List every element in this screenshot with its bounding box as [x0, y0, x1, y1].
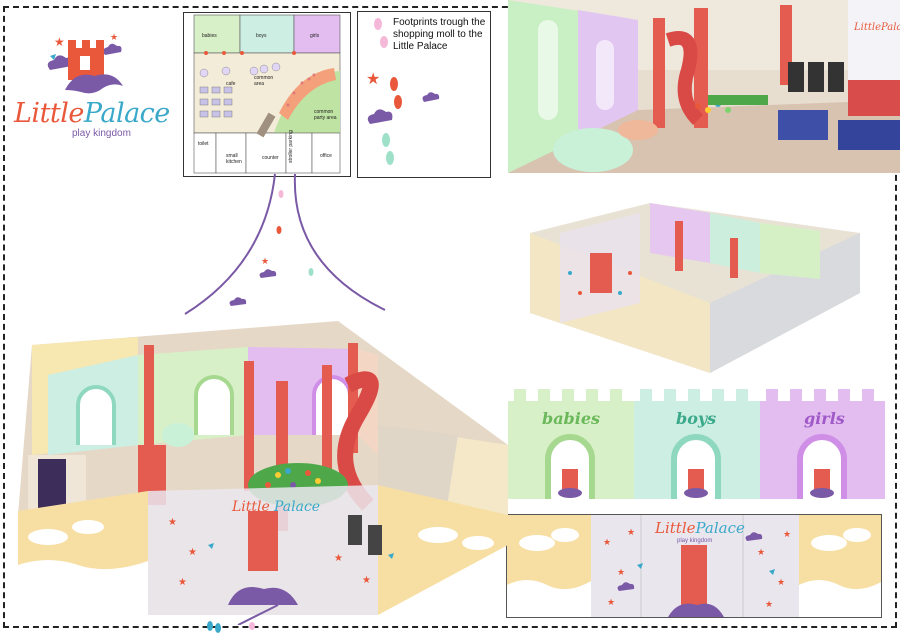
svg-text:★: ★ — [617, 567, 625, 577]
footprints-note: Footprints trough the shopping moll to t… — [357, 11, 491, 178]
svg-text:★: ★ — [627, 527, 635, 537]
wall-elevation-strip: babies boys girls — [508, 389, 885, 499]
plan-label-girls: girls — [310, 33, 320, 39]
svg-text:★: ★ — [777, 577, 785, 587]
plan-label-common-area: common area — [254, 75, 274, 87]
svg-text:★: ★ — [362, 575, 371, 586]
svg-text:★: ★ — [603, 537, 611, 547]
svg-text:Palace: Palace — [273, 499, 320, 515]
floor-plan-drawing — [193, 14, 341, 174]
logo-title: LittlePalace — [14, 98, 170, 129]
interior-render-photo: LittlePalace — [508, 0, 900, 173]
svg-text:★: ★ — [54, 35, 65, 49]
logo-subtitle: play kingdom — [72, 128, 131, 139]
front-facade-strip: ★ ★ ★ ★ ★ ★ ★ ★ LittlePalace play kingdom — [506, 514, 882, 618]
model-3d-main: ★★★ ★★★ Little Palace — [18, 315, 508, 625]
plan-label-stroller-parking: stroller parking — [288, 130, 294, 163]
svg-text:★: ★ — [110, 32, 118, 42]
svg-text:★: ★ — [783, 529, 791, 539]
svg-text:★: ★ — [765, 599, 773, 609]
facade-logo-subtitle: play kingdom — [677, 538, 713, 544]
plan-label-cafe: cafe — [226, 81, 236, 87]
wall-label-girls: girls — [804, 409, 845, 428]
wall-label-babies: babies — [542, 409, 601, 428]
footprints-icon: ★ — [366, 18, 440, 165]
svg-text:★: ★ — [188, 547, 197, 558]
footprints-note-text: Footprints trough the shopping moll to t… — [393, 17, 486, 52]
svg-text:★: ★ — [334, 553, 343, 564]
wall-label-boys: boys — [676, 409, 717, 428]
logo: ★ ★ — [10, 20, 180, 150]
wall-elevation-image — [508, 389, 885, 499]
render-sign-title: LittlePalace — [853, 22, 900, 33]
floor-plan: babies boys girls cafe common area commo… — [183, 12, 351, 177]
page-frame — [3, 6, 897, 628]
svg-text:★: ★ — [168, 517, 177, 528]
bottom-footprints-icon — [207, 621, 255, 633]
interior-render-image: LittlePalace — [508, 0, 900, 173]
plan-label-office: office — [320, 153, 332, 159]
model-3d-small — [530, 193, 870, 378]
plan-label-small-kitchen: small kitchen — [226, 153, 242, 165]
facade-logo-title: LittlePalace — [655, 519, 745, 537]
svg-text:★: ★ — [261, 256, 269, 266]
model-3d-main-image: ★★★ ★★★ Little Palace — [18, 321, 508, 625]
footprint-path-lines: ★ — [184, 173, 386, 315]
model-3d-small-image — [530, 203, 860, 373]
svg-text:★: ★ — [757, 547, 765, 557]
plan-label-toilet: toilet — [198, 141, 209, 147]
plan-label-party-area: common party area — [314, 109, 337, 121]
front-facade-image: ★ ★ ★ ★ ★ ★ ★ ★ — [507, 515, 881, 617]
plan-label-babies: babies — [202, 33, 217, 39]
svg-text:★: ★ — [607, 597, 615, 607]
svg-text:★: ★ — [366, 71, 380, 88]
castle-logo-icon: ★ ★ — [47, 32, 123, 94]
plan-label-boys: boys — [256, 33, 267, 39]
plan-label-counter: counter — [262, 155, 279, 161]
main-render-sign: Little — [231, 499, 270, 515]
svg-text:★: ★ — [178, 577, 187, 588]
